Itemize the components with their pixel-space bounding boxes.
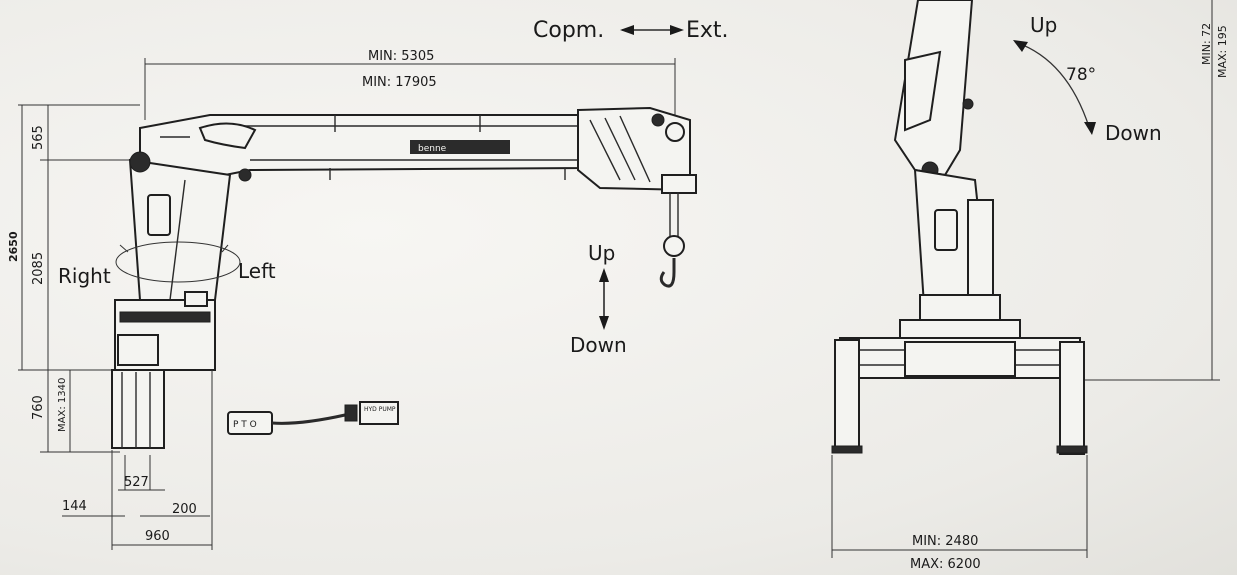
front-column-sticker bbox=[934, 209, 958, 251]
hoist-up-label: Up bbox=[588, 241, 615, 265]
dim-760: 760 bbox=[31, 395, 46, 420]
extend-label: Ext. bbox=[686, 18, 729, 43]
front-boom bbox=[893, 0, 974, 179]
dim-527: 527 bbox=[124, 475, 149, 490]
crane-column bbox=[115, 151, 252, 301]
angle-value: 78° bbox=[1066, 65, 1096, 85]
angle-down-label: Down bbox=[1105, 121, 1162, 145]
main-boom: benne bbox=[139, 114, 586, 182]
boom-min-label: MIN: 5305 bbox=[368, 49, 434, 64]
remote-label: P T O bbox=[233, 420, 257, 430]
outrigger-max-label: MAX: 6200 bbox=[910, 557, 981, 572]
compress-label: Copm. bbox=[533, 18, 604, 43]
hoist-down-label: Down bbox=[570, 333, 627, 357]
rotation-right-label: Right bbox=[58, 264, 111, 288]
remote-control: P T O HYD PUMP bbox=[227, 401, 399, 435]
boom-max-label: MIN: 17905 bbox=[362, 75, 437, 90]
rotation-left-label: Left bbox=[238, 259, 276, 283]
boom-brand-text: benne bbox=[418, 144, 447, 154]
dim-2085: 2085 bbox=[31, 252, 46, 285]
front-column bbox=[913, 168, 1001, 321]
crane-base bbox=[111, 291, 216, 449]
boom-brand-badge bbox=[410, 140, 510, 154]
pump-label: HYD PUMP bbox=[364, 406, 396, 413]
dim-565: 565 bbox=[31, 125, 46, 150]
right-max-label: MAX: 195 bbox=[1216, 25, 1229, 78]
front-dimensions: MIN: 2480 MAX: 6200 MIN: 72 MAX: 195 bbox=[831, 0, 1229, 572]
column-sticker bbox=[147, 194, 171, 236]
dim-2650: 2650 bbox=[7, 231, 20, 262]
boom-length-dimension: MIN: 5305 MIN: 17905 bbox=[144, 49, 676, 120]
dim-144: 144 bbox=[62, 499, 87, 514]
extend-indicator: Copm. Ext. bbox=[533, 18, 729, 43]
front-base bbox=[831, 319, 1088, 455]
height-dimensions: 565 2085 2650 760 MAX: 1340 bbox=[7, 104, 140, 453]
dim-200: 200 bbox=[172, 502, 197, 517]
angle-up-label: Up bbox=[1030, 13, 1057, 37]
dim-max-1340: MAX: 1340 bbox=[57, 378, 68, 432]
dim-960: 960 bbox=[145, 529, 170, 544]
right-min-label: MIN: 72 bbox=[1200, 23, 1213, 65]
crane-hook bbox=[659, 192, 685, 288]
base-width-dimensions: 527 144 200 960 bbox=[62, 370, 213, 550]
outrigger-min-label: MIN: 2480 bbox=[912, 534, 978, 549]
angle-indicator: Up 78° Down bbox=[1013, 13, 1162, 145]
boom-extensions bbox=[577, 106, 697, 194]
hoist-indicator: Up Down bbox=[570, 241, 627, 357]
